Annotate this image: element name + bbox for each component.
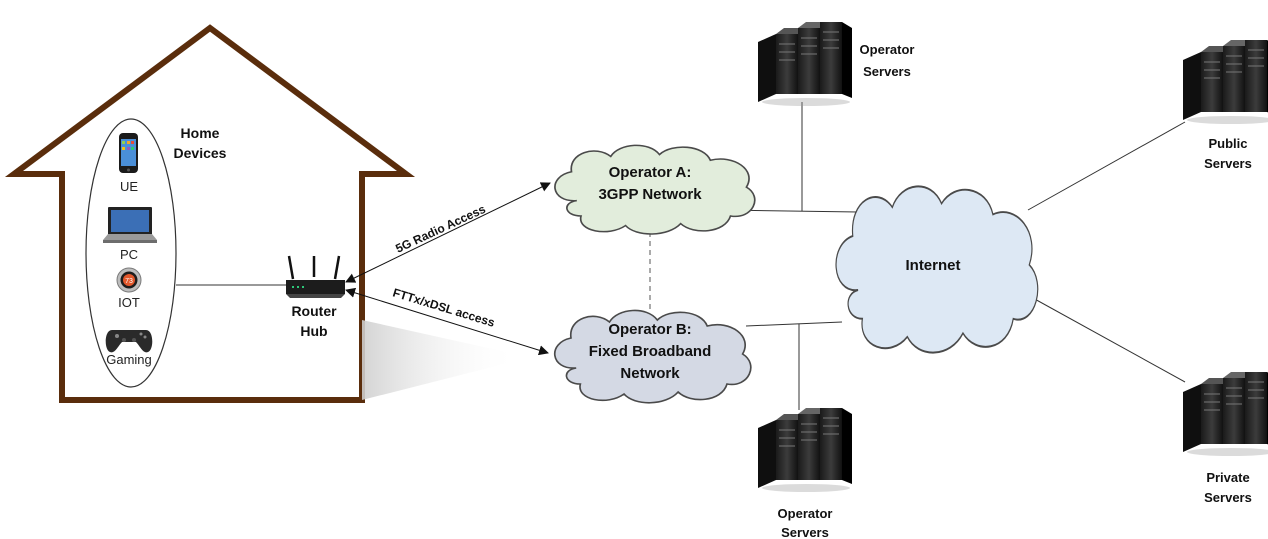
house-shadow — [362, 320, 520, 400]
operator-b-label-1: Operator B: — [608, 321, 691, 338]
fixed-access-arrow — [345, 287, 549, 356]
operator-b-internet-link — [745, 321, 843, 327]
public-servers-icon — [1182, 39, 1268, 125]
devices-ellipse — [85, 118, 177, 388]
operator-a-label-1: Operator A: — [609, 164, 692, 181]
radio-access-arrow — [345, 182, 551, 283]
operator-b-label-3: Network — [620, 365, 680, 382]
internet-label: Internet — [905, 257, 960, 274]
operator-a-label-2: 3GPP Network — [598, 186, 702, 203]
home-devices-title-2: Devices — [174, 145, 227, 161]
operator-servers-bottom-label-2: Servers — [781, 525, 829, 539]
private-servers-icon — [1182, 371, 1268, 457]
iot-thermostat-icon: 73 — [116, 267, 142, 293]
operator-servers-bottom-label-1: Operator — [778, 506, 833, 521]
private-servers-label-1: Private — [1206, 470, 1249, 485]
device-label-iot: IOT — [118, 295, 140, 310]
operator-servers-top-label-2: Servers — [863, 64, 911, 79]
internet-public-link — [1027, 121, 1186, 211]
router-icon — [286, 255, 345, 298]
router-label-2: Hub — [300, 323, 327, 339]
gamepad-icon — [105, 330, 153, 353]
public-servers-label-1: Public — [1208, 136, 1247, 151]
laptop-icon — [103, 207, 157, 243]
device-label-gaming: Gaming — [106, 352, 152, 367]
operator-servers-bottom-icon — [757, 407, 853, 493]
public-servers-label-2: Servers — [1204, 156, 1252, 171]
operator-servers-top-label-1: Operator — [860, 42, 915, 57]
home-devices-title-1: Home — [181, 125, 220, 141]
device-label-ue: UE — [120, 179, 138, 194]
operator-b-label-2: Fixed Broadband — [589, 343, 712, 360]
smartphone-icon — [119, 133, 138, 173]
router-label-1: Router — [291, 303, 337, 319]
fixed-access-label: FTTx/xDSL access — [391, 285, 497, 329]
svg-text:73: 73 — [125, 278, 133, 285]
house-outline — [4, 24, 416, 403]
private-servers-label-2: Servers — [1204, 490, 1252, 505]
operator-servers-top-icon — [757, 21, 853, 107]
device-label-pc: PC — [120, 247, 138, 262]
radio-access-label: 5G Radio Access — [393, 202, 488, 256]
internet-private-link — [1021, 291, 1186, 383]
